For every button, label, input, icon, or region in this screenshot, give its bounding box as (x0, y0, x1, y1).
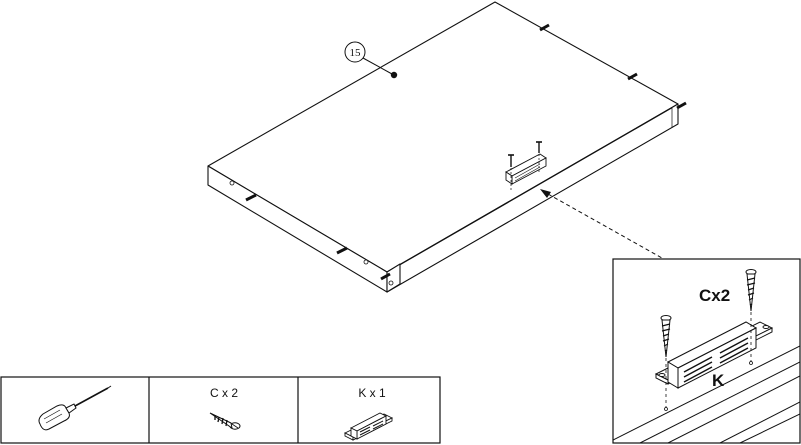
latch-legend-label: K x 1 (358, 386, 386, 400)
part-indicator-dot (391, 72, 397, 78)
detail-view: Cx2 K (613, 259, 800, 443)
screw-quantity-label: Cx2 (699, 286, 730, 305)
latch-label: K (712, 371, 725, 390)
parts-legend: C x 2 K x 1 (1, 377, 440, 443)
part-number-label: 15 (350, 47, 362, 59)
detail-leader (540, 189, 662, 258)
screw-legend-label: C x 2 (210, 386, 238, 400)
panel-top-face (208, 2, 678, 272)
panel-15 (208, 2, 678, 292)
